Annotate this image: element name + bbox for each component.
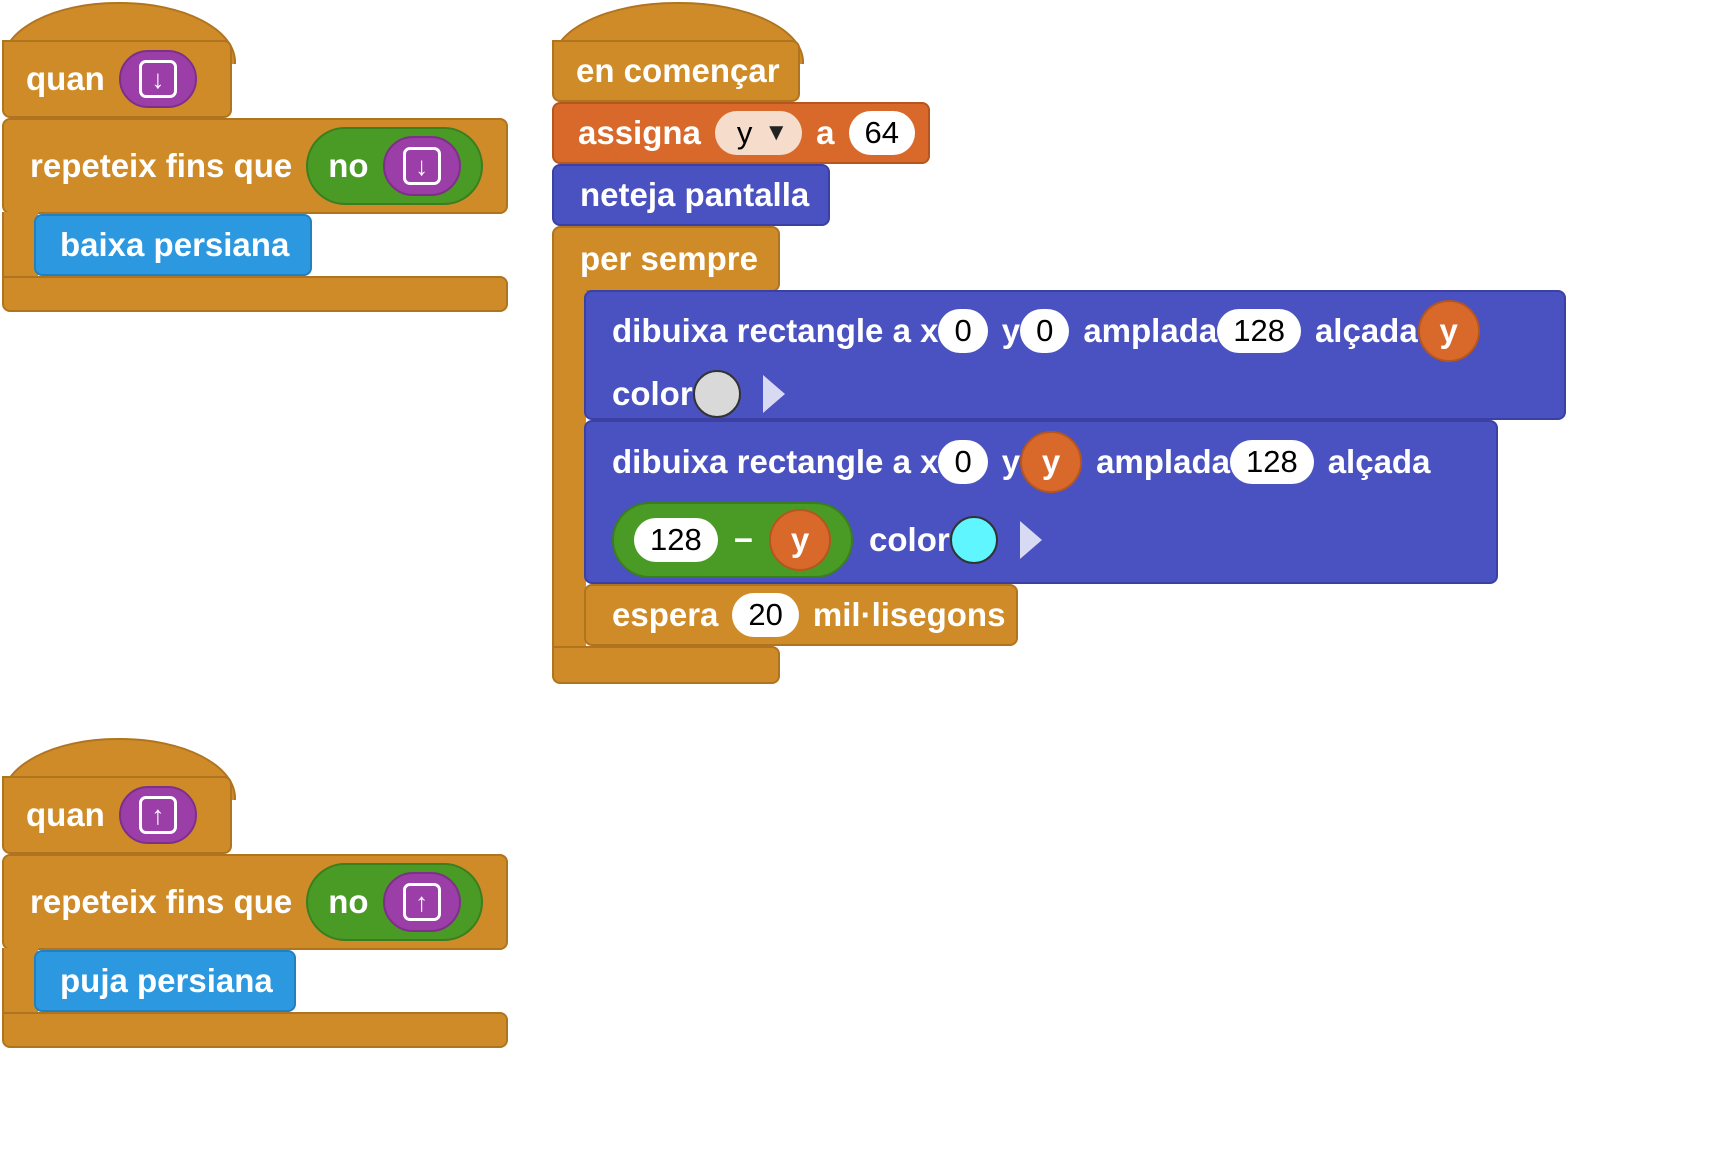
lower-blind-label: baixa persiana xyxy=(60,226,290,263)
when-start-block[interactable]: en començar xyxy=(552,40,800,102)
arrow-up-key-icon: ↑ xyxy=(138,796,177,834)
loop-arm xyxy=(2,212,38,278)
y-label: y xyxy=(1001,443,1021,480)
raise-blind-label: puja persiana xyxy=(60,962,273,999)
repeat-until-block[interactable]: repeteix fins que no ↓ xyxy=(2,118,508,214)
not-operator[interactable]: no ↓ xyxy=(306,127,483,205)
when-label: quan xyxy=(26,796,105,833)
variable-dropdown[interactable]: y ▼ xyxy=(714,111,803,155)
draw-rectangle-block[interactable]: dibuixa rectangle a x 0 y 0 amplada 128 … xyxy=(584,290,1566,420)
arrow-down-key-icon: ↓ xyxy=(402,147,441,185)
color-swatch[interactable] xyxy=(949,516,998,564)
variable-reporter[interactable]: y xyxy=(1020,431,1083,493)
height-label: alçada xyxy=(1314,312,1418,349)
loop-arm xyxy=(2,948,38,1014)
not-label: no xyxy=(328,147,369,184)
key-down-sensor[interactable]: ↓ xyxy=(382,136,461,196)
color-swatch[interactable] xyxy=(692,370,741,418)
loop-footer xyxy=(2,1012,508,1048)
minus-operator[interactable]: 128 − y xyxy=(612,502,854,578)
forever-arm xyxy=(552,288,586,650)
draw-rect-label: dibuixa rectangle a x xyxy=(612,312,939,349)
raise-blind-block[interactable]: puja persiana xyxy=(34,950,296,1012)
x-input[interactable]: 0 xyxy=(938,440,988,484)
wait-label: espera xyxy=(612,596,719,633)
repeat-until-block[interactable]: repeteix fins que no ↑ xyxy=(2,854,508,950)
dropdown-triangle-icon: ▼ xyxy=(764,119,789,146)
set-label: assigna xyxy=(578,114,701,151)
loop-footer xyxy=(2,276,508,312)
color-label: color xyxy=(612,375,693,412)
variable-name: y xyxy=(736,115,753,150)
arrow-down-key-icon: ↓ xyxy=(138,60,177,98)
set-value-input[interactable]: 64 xyxy=(848,111,916,155)
variable-reporter[interactable]: y xyxy=(1417,300,1480,362)
variable-reporter[interactable]: y xyxy=(769,509,832,571)
clear-screen-label: neteja pantalla xyxy=(580,176,810,213)
draw-rect-label: dibuixa rectangle a x xyxy=(612,443,939,480)
forever-block[interactable]: per sempre xyxy=(552,226,780,292)
width-label: amplada xyxy=(1096,443,1230,480)
not-operator[interactable]: no ↑ xyxy=(306,863,483,941)
minus-left-input[interactable]: 128 xyxy=(634,518,718,562)
width-input[interactable]: 128 xyxy=(1229,440,1314,484)
key-up-sensor[interactable]: ↑ xyxy=(382,872,461,932)
repeat-until-label: repeteix fins que xyxy=(30,147,293,184)
width-label: amplada xyxy=(1083,312,1218,349)
wait-input[interactable]: 20 xyxy=(732,593,799,637)
to-label: a xyxy=(816,114,835,151)
repeat-until-label: repeteix fins que xyxy=(30,883,293,920)
y-label: y xyxy=(1001,312,1021,349)
wait-unit-label: mil·lisegons xyxy=(812,596,1006,633)
key-up-slot[interactable]: ↑ xyxy=(118,786,197,844)
height-label: alçada xyxy=(1327,443,1431,480)
x-input[interactable]: 0 xyxy=(938,309,988,353)
not-label: no xyxy=(328,883,369,920)
clear-screen-block[interactable]: neteja pantalla xyxy=(552,164,830,226)
width-input[interactable]: 128 xyxy=(1217,309,1301,353)
lower-blind-block[interactable]: baixa persiana xyxy=(34,214,312,276)
color-label: color xyxy=(869,521,950,558)
expand-arrow-icon[interactable] xyxy=(762,375,785,413)
arrow-up-key-icon: ↑ xyxy=(402,883,441,921)
minus-sign: − xyxy=(733,521,754,558)
forever-footer xyxy=(552,646,780,684)
y-input[interactable]: 0 xyxy=(1020,309,1070,353)
forever-label: per sempre xyxy=(580,240,758,277)
key-down-slot[interactable]: ↓ xyxy=(118,50,197,108)
set-variable-block[interactable]: assigna y ▼ a 64 xyxy=(552,102,930,164)
when-key-block[interactable]: quan ↓ xyxy=(2,40,232,118)
when-key-block[interactable]: quan ↑ xyxy=(2,776,232,854)
when-start-label: en començar xyxy=(576,52,780,89)
when-label: quan xyxy=(26,60,105,97)
wait-block[interactable]: espera 20 mil·lisegons xyxy=(584,584,1018,646)
draw-rectangle-block[interactable]: dibuixa rectangle a x 0 y y amplada 128 … xyxy=(584,420,1498,584)
expand-arrow-icon[interactable] xyxy=(1019,521,1042,559)
